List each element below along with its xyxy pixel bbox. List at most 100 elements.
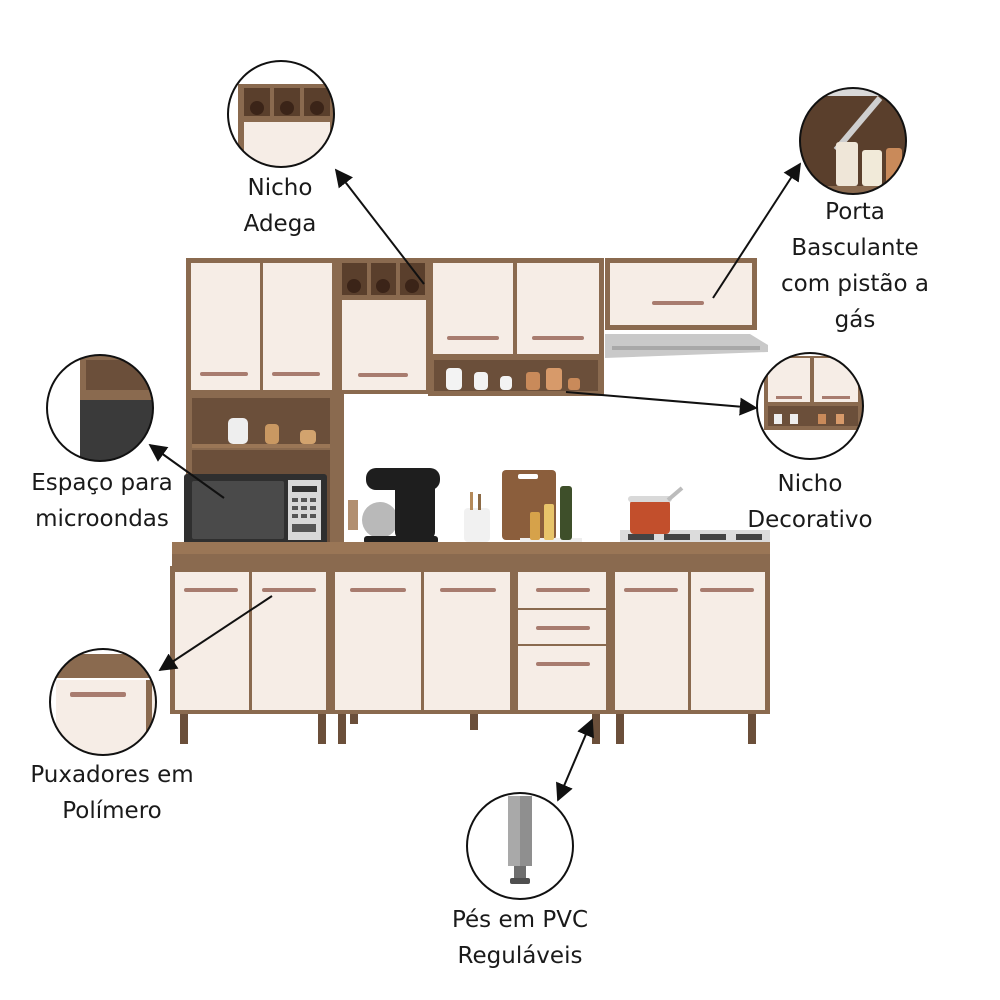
- pot-lid: [628, 496, 672, 502]
- detail-circle-porta-basculante: [799, 87, 907, 195]
- microwave-display: [292, 486, 317, 492]
- small-wood-block: [348, 500, 358, 530]
- label-line: Adega: [243, 211, 317, 237]
- label-line: gás: [834, 307, 876, 333]
- utensil: [470, 492, 473, 510]
- lower-right-door-a: [615, 572, 688, 710]
- arrow-nicho-decorativo: [565, 391, 758, 416]
- callout-arrows: [148, 162, 801, 802]
- label-line: com pistão a: [781, 271, 929, 297]
- jar: [474, 372, 488, 390]
- utensil-holder: [464, 508, 490, 542]
- label-line: Nicho: [777, 471, 843, 497]
- canister: [300, 430, 316, 444]
- upper-left-door-b: [263, 263, 332, 390]
- upper-cabinets: [186, 258, 768, 396]
- bottle: [530, 512, 540, 540]
- lower-cabinets: [170, 566, 770, 744]
- label-porta-basculante: Porta Basculante com pistão a gás: [760, 194, 950, 338]
- detail-circle-puxadores: [49, 648, 157, 756]
- label-line: Reguláveis: [457, 943, 583, 969]
- microwave-tower: [184, 392, 336, 546]
- wine-bottle: [376, 279, 390, 293]
- label-line: Basculante: [791, 235, 919, 261]
- arrow-adega: [334, 168, 425, 285]
- lower-left-door-b: [252, 572, 326, 710]
- jar: [568, 378, 580, 390]
- handle: [272, 372, 320, 376]
- cooktop-grates: [628, 534, 762, 540]
- lower-middle-door-a: [335, 572, 421, 710]
- microwave-window: [192, 481, 284, 539]
- label-puxadores: Puxadores em Polímero: [12, 757, 212, 829]
- upper-middle-door-a: [433, 263, 513, 354]
- handle: [536, 662, 590, 666]
- handle: [358, 373, 408, 377]
- detail-circle-nicho-decorativo: [756, 352, 864, 460]
- lower-left-door-a: [175, 572, 249, 710]
- cabinet-legs: [180, 714, 756, 744]
- handle: [184, 588, 238, 592]
- label-line: Espaço para: [31, 470, 173, 496]
- jar: [500, 376, 512, 390]
- handle: [532, 336, 584, 340]
- handle: [350, 588, 406, 592]
- detail-circle-microondas: [46, 354, 154, 462]
- label-line: Puxadores em: [30, 762, 194, 788]
- tower-shelf: [192, 444, 330, 448]
- bottle: [560, 486, 572, 540]
- detail-circle-adega: [227, 60, 335, 168]
- upper-left-door-a: [191, 263, 260, 390]
- handle: [536, 626, 590, 630]
- countertop: [172, 542, 770, 554]
- arrow-microondas: [148, 443, 225, 499]
- lower-right-door-b: [691, 572, 765, 710]
- arrow-porta-basculante: [712, 162, 801, 299]
- canister: [228, 418, 248, 444]
- cooking-pot: [630, 500, 670, 534]
- wine-bottle: [405, 279, 419, 293]
- label-line: Polímero: [62, 798, 162, 824]
- countertop-items: [362, 468, 770, 548]
- lower-middle-door-b: [424, 572, 510, 710]
- detail-circle-pes-pvc: [466, 792, 574, 900]
- label-line: Decorativo: [747, 507, 873, 533]
- label-pes-pvc: Pés em PVC Reguláveis: [420, 902, 620, 974]
- canister: [265, 424, 279, 444]
- mixer-body: [395, 478, 435, 540]
- label-line: microondas: [35, 506, 169, 532]
- cutting-board-hole: [518, 474, 538, 479]
- handle: [652, 301, 704, 305]
- arrow-pes-pvc: [556, 718, 594, 802]
- label-nicho-adega: Nicho Adega: [200, 170, 360, 242]
- handle: [262, 588, 316, 592]
- label-line: Pés em PVC: [451, 907, 589, 933]
- utensil: [478, 494, 481, 510]
- handle: [440, 588, 496, 592]
- label-line: Nicho: [247, 175, 313, 201]
- upper-middle-door-b: [517, 263, 599, 354]
- countertop-edge: [172, 554, 770, 568]
- wine-bottle: [347, 279, 361, 293]
- drawer-bottom: [518, 646, 606, 710]
- mixer-bowl: [362, 502, 398, 538]
- jar: [446, 368, 462, 390]
- divider-panel: [336, 392, 344, 546]
- range-hood-vent: [612, 346, 760, 350]
- jar: [526, 372, 540, 390]
- bottle: [544, 504, 554, 540]
- mixer-head: [366, 468, 440, 490]
- label-espaco-microondas: Espaço para microondas: [12, 465, 192, 537]
- arrow-puxadores: [158, 595, 273, 671]
- jar: [546, 368, 562, 390]
- cutting-board: [502, 470, 556, 540]
- handle: [536, 588, 590, 592]
- handle: [200, 372, 248, 376]
- label-line: Porta: [825, 199, 885, 225]
- tray: [520, 538, 582, 544]
- handle: [700, 588, 754, 592]
- handle: [447, 336, 499, 340]
- label-nicho-decorativo: Nicho Decorativo: [730, 466, 890, 538]
